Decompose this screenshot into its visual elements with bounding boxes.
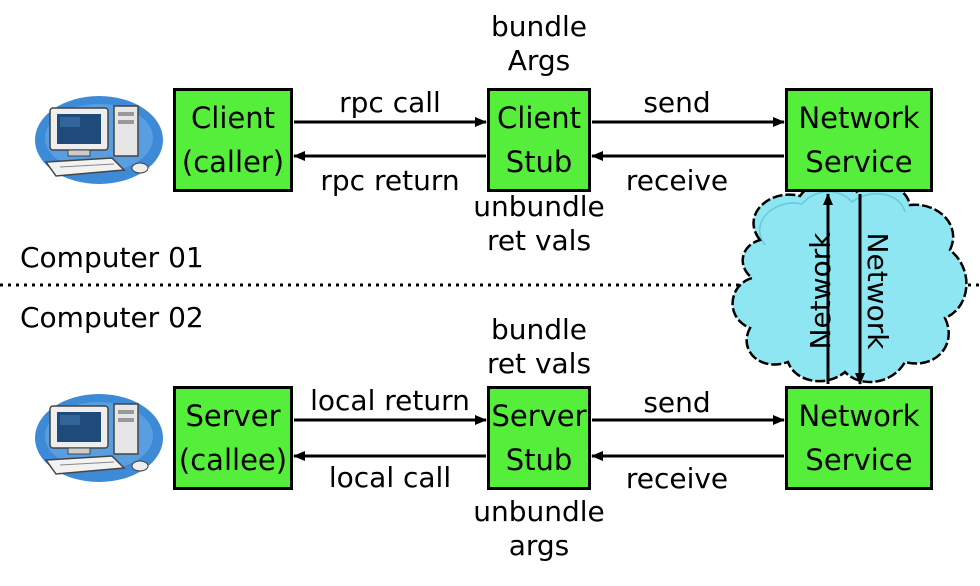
label-line: ret vals xyxy=(486,224,592,257)
label-line: Args xyxy=(507,44,571,77)
box-line: Network xyxy=(798,101,920,135)
server-callee-box: Server (callee) xyxy=(173,386,293,490)
computer-01-label: Computer 01 xyxy=(20,241,204,274)
computer-icon xyxy=(35,394,163,482)
rpc-return-label: rpc return xyxy=(320,164,460,197)
rpc-call-label: rpc call xyxy=(339,86,441,119)
box-line: Server xyxy=(491,399,587,433)
box-line: Network xyxy=(798,399,920,433)
local-return-label: local return xyxy=(310,384,470,417)
box-line: Service xyxy=(805,443,913,477)
bottom-send-label: send xyxy=(643,386,711,419)
client-stub-unbundle-label: unbundle ret vals xyxy=(463,190,615,258)
computer-02-label: Computer 02 xyxy=(20,301,204,334)
network-cloud xyxy=(731,180,968,384)
box-line: Stub xyxy=(505,145,573,179)
box-line: Service xyxy=(805,145,913,179)
network-label-up: Network xyxy=(804,232,837,350)
bottom-network-service-box: Network Service xyxy=(785,386,933,490)
top-receive-label: receive xyxy=(625,164,729,197)
box-line: Client xyxy=(497,101,581,135)
server-stub-bundle-label: bundle ret vals xyxy=(473,313,605,381)
network-label-down: Network xyxy=(861,232,894,350)
label-line: ret vals xyxy=(486,347,592,380)
box-line: Stub xyxy=(505,443,573,477)
client-caller-box: Client (caller) xyxy=(173,88,293,192)
local-call-label: local call xyxy=(328,461,452,494)
computer-icon xyxy=(35,96,163,184)
server-stub-unbundle-label: unbundle args xyxy=(463,495,615,563)
client-stub-box: Client Stub xyxy=(487,88,591,192)
client-stub-bundle-label: bundle Args xyxy=(487,10,591,78)
server-stub-box: Server Stub xyxy=(487,386,591,490)
label-line: args xyxy=(508,529,570,562)
label-line: unbundle xyxy=(473,495,605,528)
label-line: bundle xyxy=(490,10,588,43)
label-line: bundle xyxy=(490,313,588,346)
box-line: Server xyxy=(185,399,281,433)
bottom-receive-label: receive xyxy=(625,462,729,495)
box-line: (callee) xyxy=(178,443,288,477)
label-line: unbundle xyxy=(473,190,605,223)
box-line: Client xyxy=(191,101,275,135)
top-send-label: send xyxy=(643,86,711,119)
box-line: (caller) xyxy=(181,145,285,179)
top-network-service-box: Network Service xyxy=(785,88,933,192)
